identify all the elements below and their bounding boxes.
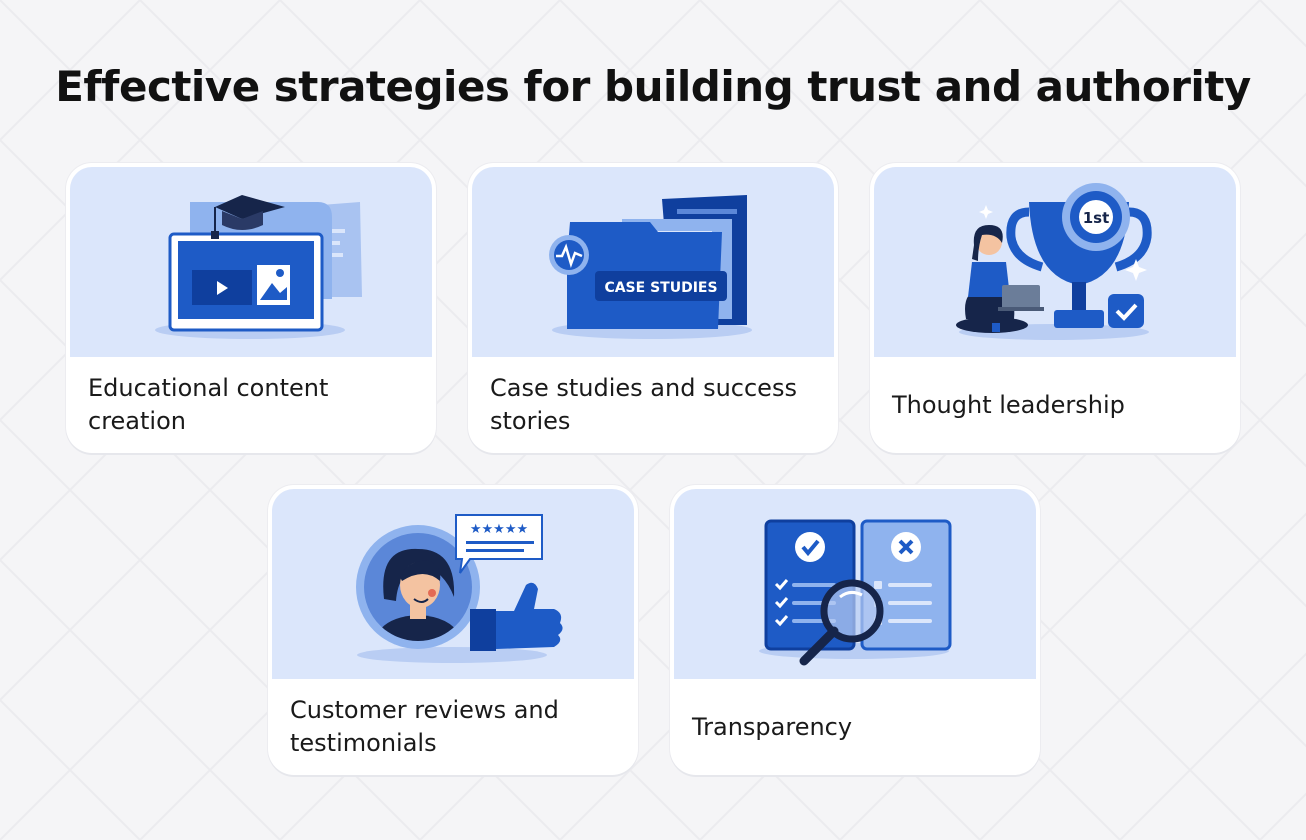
card-label: Transparency bbox=[692, 712, 853, 741]
graduation-laptop-illustration bbox=[70, 167, 432, 357]
card-label: Customer reviews and testimonials bbox=[290, 696, 559, 757]
card-customer-reviews: ★★★★★ Customer reviews and testimonials bbox=[268, 485, 638, 775]
page-title: Effective strategies for building trust … bbox=[55, 62, 1251, 111]
review-thumbs-up-illustration: ★★★★★ bbox=[272, 489, 634, 679]
checklist-magnifier-illustration bbox=[674, 489, 1036, 679]
case-studies-folder-illustration: CASE STUDIES bbox=[472, 167, 834, 357]
card-educational-content: Educational content creation bbox=[66, 163, 436, 453]
card-label: Thought leadership bbox=[892, 390, 1125, 419]
card-label: Case studies and success stories bbox=[490, 374, 797, 435]
card-case-studies: CASE STUDIES Case studies and success st… bbox=[468, 163, 838, 453]
trophy-woman-illustration: 1st bbox=[874, 167, 1236, 357]
card-thought-leadership: 1st Thought leadership bbox=[870, 163, 1240, 453]
case-studies-badge-text: CASE STUDIES bbox=[604, 280, 717, 296]
first-place-badge-text: 1st bbox=[1083, 209, 1110, 227]
svg-text:★★★★★: ★★★★★ bbox=[470, 522, 528, 537]
card-label: Educational content creation bbox=[88, 374, 329, 435]
card-transparency: Transparency bbox=[670, 485, 1040, 775]
